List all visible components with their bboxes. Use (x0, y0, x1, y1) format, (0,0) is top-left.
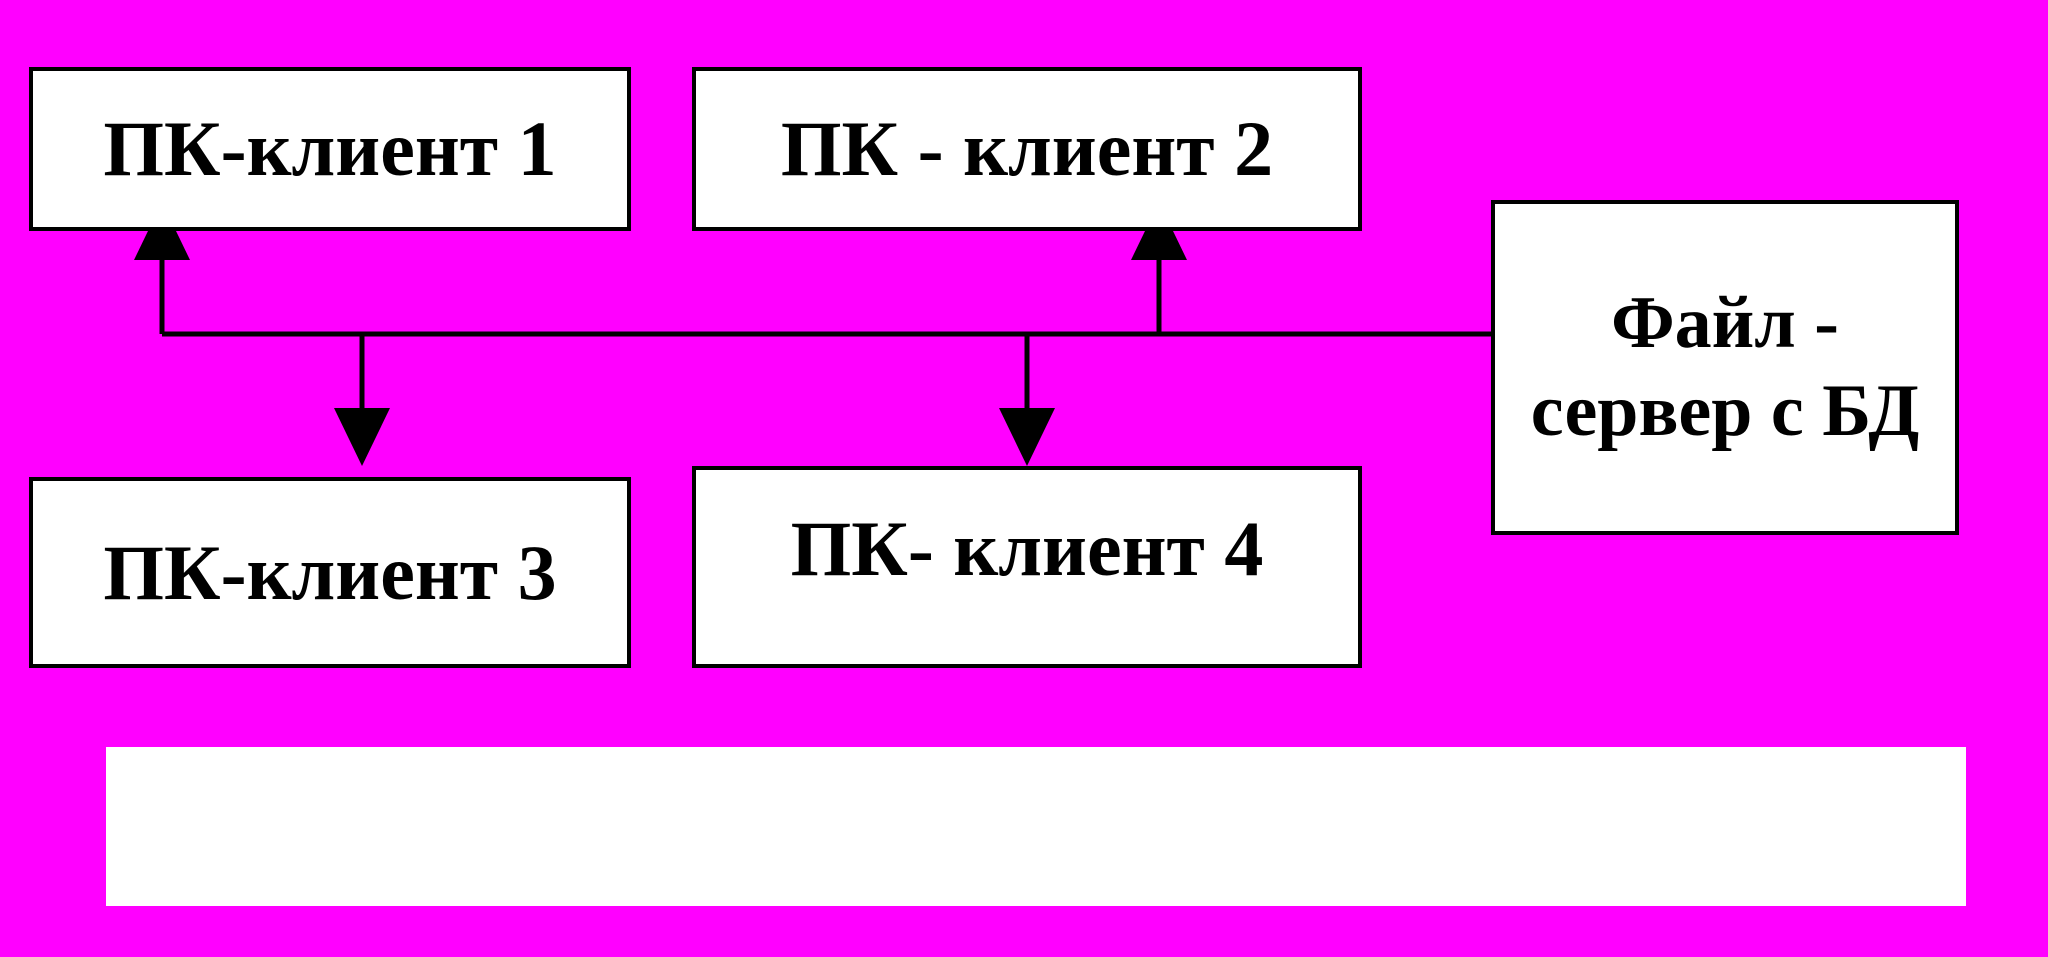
empty-caption-box (106, 747, 1966, 906)
arrowhead-client3 (334, 408, 390, 466)
node-client-4-label: ПК- клиент 4 (790, 505, 1264, 592)
node-client-2-label: ПК - клиент 2 (780, 105, 1274, 192)
node-client-4: ПК- клиент 4 (692, 466, 1362, 668)
node-client-1: ПК-клиент 1 (29, 67, 631, 231)
node-file-server-label: Файл - сервер с БД (1530, 282, 1920, 452)
node-client-2: ПК - клиент 2 (692, 67, 1362, 231)
arrowhead-client4 (999, 408, 1055, 466)
node-file-server: Файл - сервер с БД (1491, 200, 1959, 535)
node-client-3-label: ПК-клиент 3 (103, 528, 557, 616)
node-client-1-label: ПК-клиент 1 (103, 105, 557, 192)
node-client-3: ПК-клиент 3 (29, 477, 631, 668)
